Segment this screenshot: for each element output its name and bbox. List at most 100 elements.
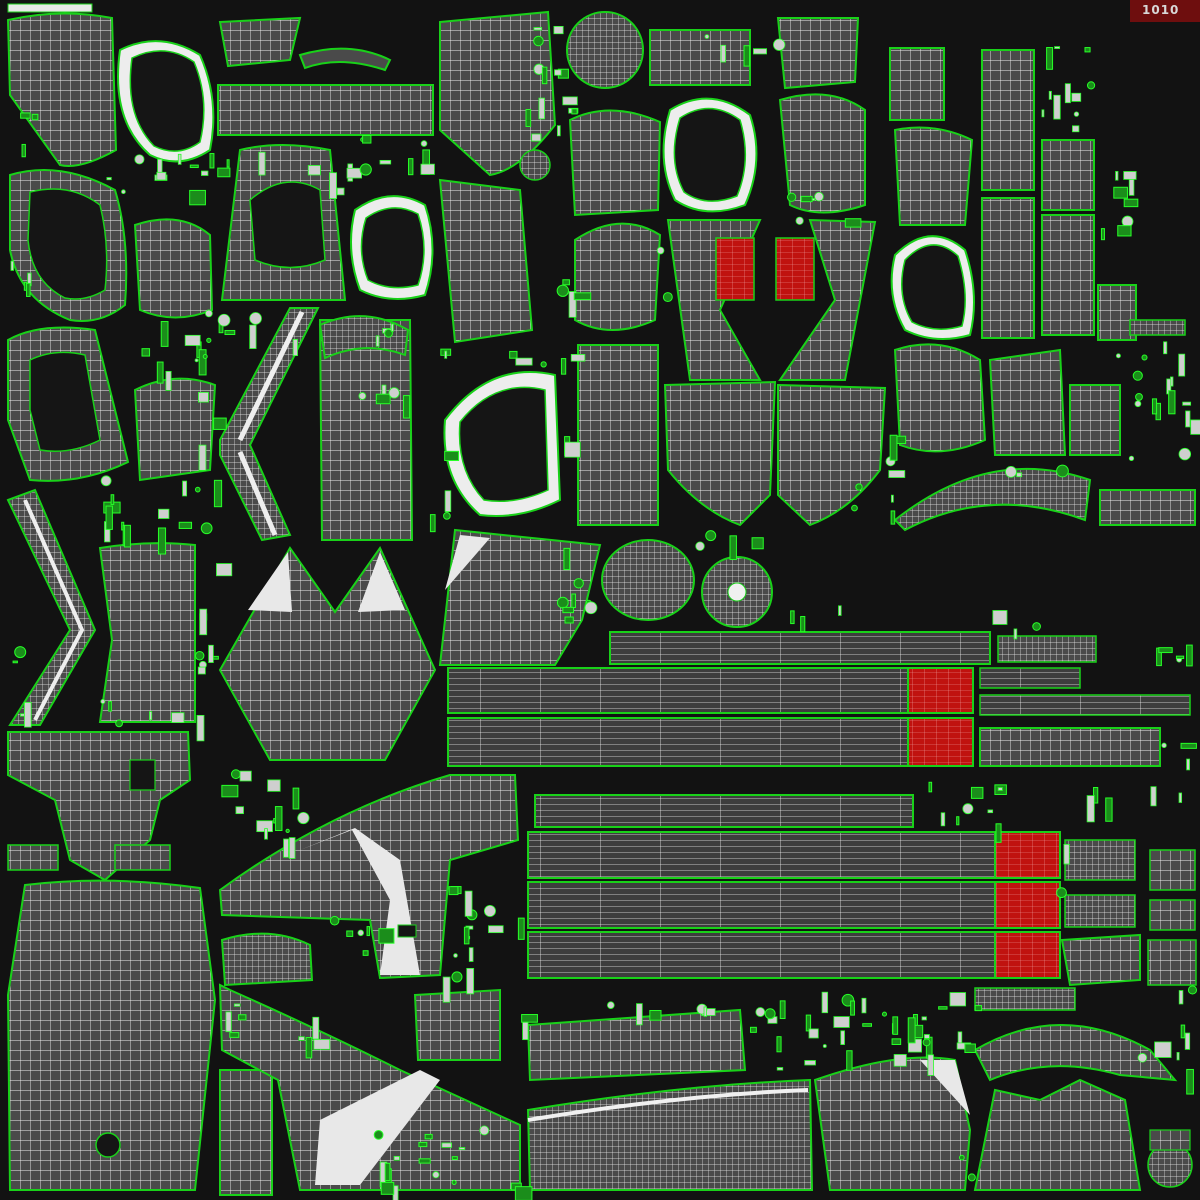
uv-island-red <box>907 667 974 714</box>
uv-small-island <box>1178 990 1184 1005</box>
uv-small-island <box>1151 398 1158 415</box>
uv-island <box>776 17 860 90</box>
uv-small-island <box>375 393 391 405</box>
uv-small-island <box>177 153 182 165</box>
uv-small-island <box>1100 228 1105 241</box>
uv-small-island <box>392 1185 399 1200</box>
uv-island-disc <box>566 11 644 89</box>
uv-small-island <box>1123 198 1139 208</box>
uv-island <box>114 844 171 871</box>
uv-small-island <box>940 812 946 827</box>
uv-small-island <box>1048 90 1052 100</box>
uv-small-island <box>1178 353 1186 377</box>
uv-small-island <box>221 784 239 798</box>
uv-small-island <box>855 483 863 491</box>
uv-small-island <box>1128 177 1135 196</box>
uv-island-red <box>775 237 815 301</box>
uv-island <box>893 343 987 453</box>
uv-small-island <box>258 151 266 176</box>
uv-small-island <box>814 191 824 202</box>
uv-small-island <box>357 929 364 937</box>
uv-small-island <box>463 926 470 945</box>
uv-island-group-lower-left <box>6 731 273 1196</box>
uv-small-island <box>264 828 268 840</box>
uv-small-island <box>846 1050 853 1071</box>
uv-small-island <box>204 309 213 318</box>
uv-small-island <box>1105 797 1113 822</box>
uv-island-red <box>715 237 755 301</box>
uv-small-island <box>453 953 458 958</box>
uv-island <box>218 16 302 68</box>
uv-small-island <box>336 187 345 196</box>
uv-small-island <box>249 324 257 349</box>
uv-small-island <box>1168 390 1176 415</box>
uv-small-island <box>703 1006 707 1017</box>
uv-small-island <box>1086 795 1095 823</box>
uv-island-disc <box>519 149 551 181</box>
uv-island <box>979 694 1191 716</box>
uv-small-island <box>571 108 578 115</box>
uv-small-island <box>1132 370 1143 381</box>
uv-small-island <box>850 1000 855 1016</box>
uv-small-island <box>533 27 543 31</box>
uv-island <box>298 47 392 72</box>
uv-small-island <box>20 112 31 119</box>
uv-small-island <box>366 926 370 937</box>
uv-small-island <box>1176 1052 1180 1061</box>
uv-island <box>813 1056 972 1191</box>
uv-small-island <box>1190 419 1200 435</box>
uv-small-island <box>833 1016 850 1028</box>
uv-small-island <box>881 1011 888 1017</box>
uv-small-island <box>891 1038 902 1045</box>
uv-small-island <box>840 1030 845 1045</box>
uv-small-island <box>312 1016 320 1040</box>
uv-small-island <box>24 701 32 728</box>
uv-small-island <box>538 97 546 120</box>
uv-small-island <box>861 997 867 1014</box>
watermark-badge: 1010 <box>1130 0 1200 22</box>
uv-island <box>219 1069 273 1196</box>
uv-island <box>981 197 1035 339</box>
uv-small-island <box>1182 401 1192 406</box>
uv-small-island <box>429 514 436 533</box>
uv-island-group-lower-middle <box>218 774 521 1191</box>
uv-small-island <box>562 606 574 614</box>
uv-small-island <box>1117 225 1132 237</box>
uv-island-highlight <box>23 499 85 721</box>
uv-small-island <box>226 159 230 168</box>
uv-small-island <box>1115 353 1121 359</box>
uv-island <box>778 93 866 214</box>
uv-small-island <box>134 154 145 165</box>
uv-small-island <box>1161 742 1167 749</box>
uv-island <box>98 542 196 723</box>
uv-island <box>1149 1129 1191 1151</box>
uv-small-island <box>346 930 354 937</box>
uv-small-island <box>464 890 473 917</box>
uv-island <box>526 1008 747 1082</box>
uv-small-island <box>1128 455 1135 461</box>
uv-small-island <box>184 334 201 346</box>
uv-island-group-top-left <box>6 3 434 167</box>
uv-small-island <box>178 521 193 529</box>
uv-small-island <box>160 321 169 347</box>
uv-small-island <box>285 828 290 834</box>
uv-small-island <box>1135 392 1143 401</box>
uv-small-island <box>907 1017 916 1044</box>
uv-small-island <box>444 350 448 359</box>
uv-small-island <box>249 312 262 325</box>
uv-small-island <box>1150 786 1157 807</box>
uv-small-island <box>553 25 564 35</box>
uv-small-island <box>570 354 586 362</box>
uv-small-island <box>967 1173 976 1182</box>
uv-island <box>534 794 914 828</box>
uv-small-island <box>1032 622 1041 631</box>
uv-small-island <box>458 1147 466 1150</box>
uv-small-island <box>379 159 392 165</box>
uv-small-island <box>488 925 504 934</box>
uv-small-island <box>307 165 321 176</box>
uv-small-island <box>927 1054 934 1076</box>
uv-island-dome <box>601 539 695 621</box>
uv-small-island <box>105 505 113 530</box>
uv-small-island <box>202 354 208 359</box>
uv-small-island <box>212 655 219 660</box>
